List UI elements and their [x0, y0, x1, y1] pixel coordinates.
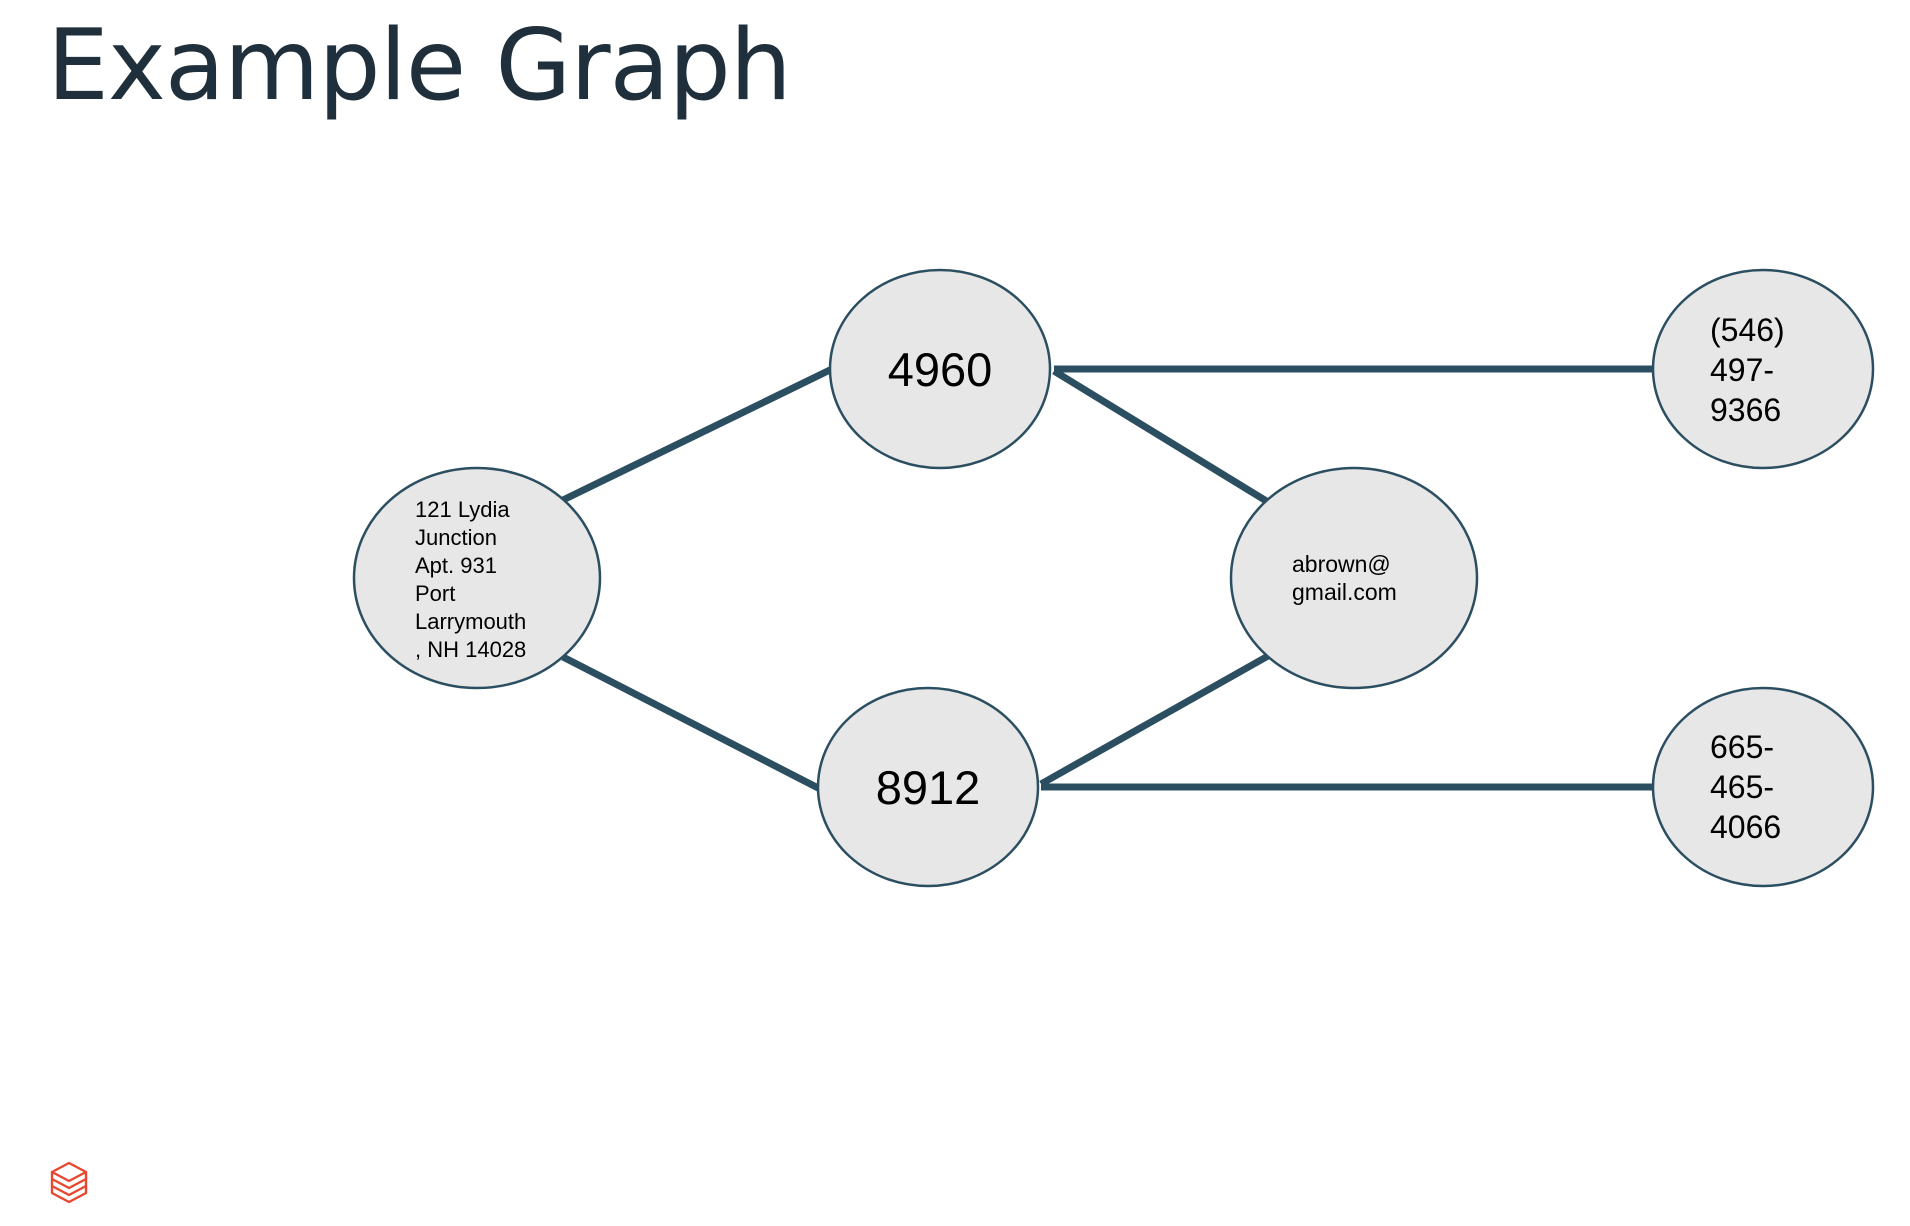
- node-phone-1-line: 9366: [1710, 392, 1781, 428]
- node-address-line: Larrymouth: [415, 609, 526, 634]
- node-email: abrown@ gmail.com: [1229, 466, 1479, 690]
- node-phone-2-line: 4066: [1710, 809, 1781, 845]
- node-address-line: 121 Lydia: [415, 497, 510, 522]
- databricks-logo-icon: [50, 1161, 88, 1204]
- node-address-line: Port: [415, 581, 455, 606]
- node-phone-1-line: (546): [1710, 312, 1785, 348]
- node-phone-2: 665- 465- 4066: [1651, 686, 1875, 888]
- edge-address-id-4960: [561, 364, 836, 504]
- node-phone-1-line: 497-: [1710, 352, 1774, 388]
- node-phone-1-shape: [1651, 268, 1875, 470]
- edge-id-8912-email: [1039, 652, 1270, 788]
- edge-id-4960-email: [1052, 368, 1270, 505]
- page-title: Example Graph: [47, 9, 792, 123]
- node-address-line: Junction: [415, 525, 497, 550]
- node-id-8912-label: 8912: [876, 761, 981, 814]
- node-email-shape: [1229, 466, 1479, 690]
- node-address-line: Apt. 931: [415, 553, 497, 578]
- node-phone-1: (546) 497- 9366: [1651, 268, 1875, 470]
- node-email-line: gmail.com: [1292, 579, 1397, 605]
- node-phone-2-line: 665-: [1710, 729, 1774, 765]
- node-id-4960: 4960: [828, 268, 1052, 470]
- node-phone-2-label: 665- 465- 4066: [1710, 729, 1783, 845]
- edge-address-id-8912: [561, 653, 824, 794]
- node-id-8912-line: 8912: [876, 761, 981, 814]
- node-address: 121 Lydia Junction Apt. 931 Port Larrymo…: [352, 466, 602, 690]
- node-id-4960-label: 4960: [888, 343, 993, 396]
- node-email-label: abrown@ gmail.com: [1292, 551, 1397, 605]
- node-address-line: , NH 14028: [415, 637, 526, 662]
- node-address-shape: [352, 466, 602, 690]
- node-phone-2-shape: [1651, 686, 1875, 888]
- node-id-8912: 8912: [816, 686, 1040, 888]
- graph-edges: [561, 364, 1653, 794]
- node-id-4960-line: 4960: [888, 343, 993, 396]
- node-address-label: 121 Lydia Junction Apt. 931 Port Larrymo…: [415, 497, 532, 662]
- node-id-4960-shape: [828, 268, 1052, 470]
- node-email-line: abrown@: [1292, 551, 1391, 577]
- node-id-8912-shape: [816, 686, 1040, 888]
- node-phone-2-line: 465-: [1710, 769, 1774, 805]
- node-phone-1-label: (546) 497- 9366: [1710, 312, 1794, 428]
